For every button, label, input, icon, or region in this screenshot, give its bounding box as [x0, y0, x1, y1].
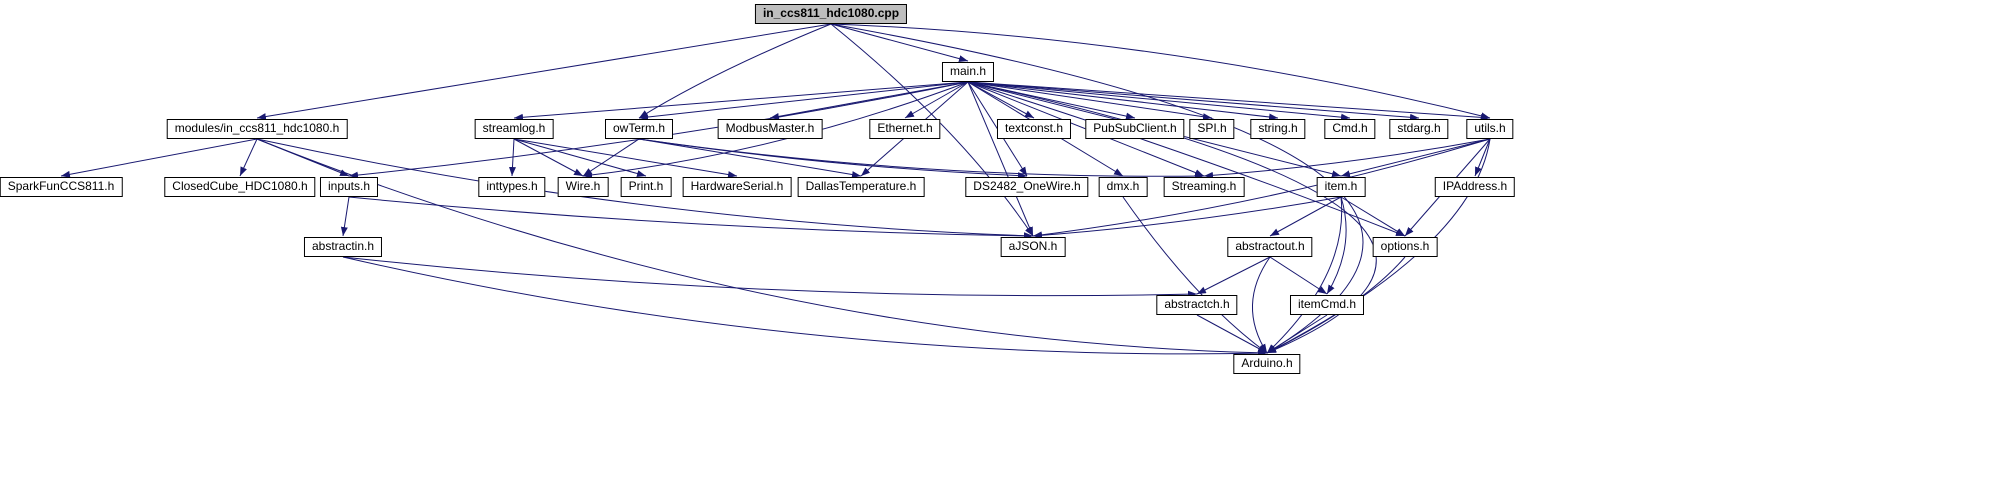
node-itemcmd[interactable]: itemCmd.h	[1289, 295, 1365, 315]
edge-cpp-utils	[830, 23, 1491, 120]
edge-streamlog-hwserial	[513, 138, 738, 178]
edge-owterm-wire	[582, 138, 640, 177]
edge-modules-sparkfun	[60, 138, 258, 178]
node-textconst[interactable]: textconst.h	[996, 119, 1072, 139]
node-inputs[interactable]: inputs.h	[319, 177, 379, 197]
edge-item-arduino	[1266, 196, 1343, 354]
edge-cpp-modules	[256, 23, 832, 120]
node-ethernet[interactable]: Ethernet.h	[869, 119, 941, 139]
node-ds2482[interactable]: DS2482_OneWire.h	[965, 177, 1089, 197]
node-string[interactable]: string.h	[1250, 119, 1306, 139]
edge-cpp-ajson	[830, 23, 1034, 237]
edge-main-streamlog	[513, 81, 969, 121]
node-hwserial[interactable]: HardwareSerial.h	[682, 177, 792, 197]
edge-abstractch-arduino	[1196, 314, 1268, 354]
edge-abstractin-arduino	[342, 256, 1268, 357]
edge-main-stdarg	[967, 81, 1420, 121]
edge-main-string	[967, 81, 1279, 121]
edge-cpp-owterm	[638, 23, 832, 119]
edge-item-abstractout	[1269, 196, 1342, 237]
edge-utils-item	[1340, 138, 1491, 178]
node-cpp: in_ccs811_hdc1080.cpp	[754, 4, 908, 24]
node-utils[interactable]: utils.h	[1466, 119, 1514, 139]
edge-main-ethernet	[904, 81, 969, 119]
node-abstractout[interactable]: abstractout.h	[1227, 237, 1313, 257]
node-streamlog[interactable]: streamlog.h	[474, 119, 554, 139]
edge-streamlog-inttypes	[508, 138, 516, 177]
edge-main-options	[967, 81, 1406, 237]
node-abstractch[interactable]: abstractch.h	[1156, 295, 1238, 315]
node-pubsub[interactable]: PubSubClient.h	[1085, 119, 1185, 139]
node-print[interactable]: Print.h	[620, 177, 672, 197]
edge-owterm-streaming	[638, 138, 1205, 180]
node-ipaddress[interactable]: IPAddress.h	[1434, 177, 1516, 197]
edge-streamlog-print	[513, 138, 647, 177]
edge-abstractout-itemcmd	[1269, 256, 1328, 295]
node-ajson[interactable]: aJSON.h	[1000, 237, 1066, 257]
edge-item-options	[1340, 196, 1406, 237]
node-dmx[interactable]: dmx.h	[1098, 177, 1148, 197]
edge-owterm-ds2482	[638, 138, 1028, 180]
node-cmd[interactable]: Cmd.h	[1324, 119, 1376, 139]
node-spi[interactable]: SPI.h	[1189, 119, 1235, 139]
edge-abstractout-arduino	[1251, 256, 1271, 354]
edge-main-cmd	[967, 81, 1351, 121]
edge-owterm-dallas	[638, 138, 862, 178]
node-stdarg[interactable]: stdarg.h	[1389, 119, 1449, 139]
edge-utils-ajson	[1032, 138, 1491, 239]
edge-utils-ipaddress	[1474, 138, 1491, 177]
node-item[interactable]: item.h	[1316, 177, 1366, 197]
node-streaming[interactable]: Streaming.h	[1163, 177, 1245, 197]
node-dallas[interactable]: DallasTemperature.h	[797, 177, 925, 197]
node-closedcube[interactable]: ClosedCube_HDC1080.h	[164, 177, 316, 197]
node-modbus[interactable]: ModbusMaster.h	[717, 119, 823, 139]
edge-main-utils	[967, 81, 1491, 121]
edge-streamlog-wire	[513, 138, 584, 177]
node-wire[interactable]: Wire.h	[557, 177, 609, 197]
edge-cpp-main	[830, 23, 969, 63]
edge-main-owterm	[638, 81, 969, 121]
edge-modules-closedcube	[239, 138, 258, 177]
edge-dmx-arduino	[1122, 196, 1268, 354]
node-inttypes[interactable]: inttypes.h	[478, 177, 546, 197]
edge-inputs-ajson	[348, 196, 1034, 240]
edge-modules-ajson	[256, 138, 1034, 240]
edge-abstractin-abstractch	[342, 256, 1198, 298]
edge-main-spi	[967, 81, 1213, 121]
node-modules[interactable]: modules/in_ccs811_hdc1080.h	[166, 119, 348, 139]
edge-item-itemcmd	[1326, 196, 1347, 295]
node-abstractin[interactable]: abstractin.h	[303, 237, 383, 257]
edge-item-ajson	[1032, 196, 1342, 239]
edge-main-wire	[582, 81, 969, 179]
edge-abstractout-abstractch	[1196, 256, 1271, 295]
node-owterm[interactable]: owTerm.h	[604, 119, 674, 139]
edge-utils-streaming	[1203, 138, 1491, 179]
edge-modules-arduino	[256, 138, 1268, 357]
edge-inputs-abstractin	[340, 196, 350, 237]
node-options[interactable]: options.h	[1372, 237, 1438, 257]
node-main[interactable]: main.h	[941, 62, 995, 82]
node-sparkfun[interactable]: SparkFunCCS811.h	[0, 177, 123, 197]
node-arduino[interactable]: Arduino.h	[1233, 354, 1301, 374]
edge-main-ajson	[967, 81, 1034, 237]
